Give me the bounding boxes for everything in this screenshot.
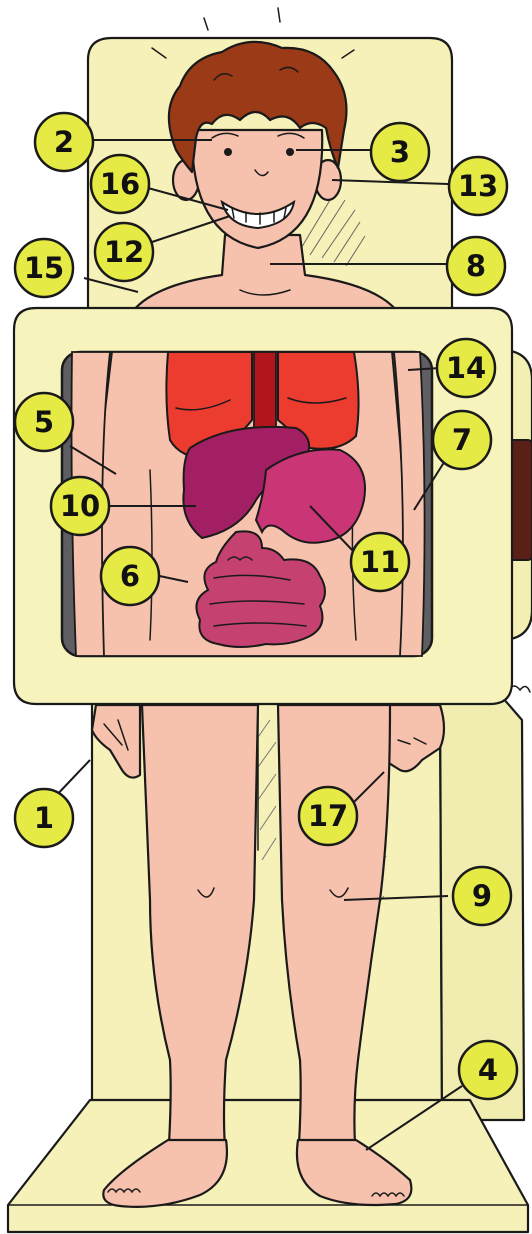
svg-text:5: 5 [34, 405, 54, 439]
label-14: 14 [437, 339, 495, 397]
label-6: 6 [101, 547, 159, 605]
label-12: 12 [95, 223, 153, 281]
svg-text:13: 13 [458, 169, 498, 203]
svg-text:4: 4 [478, 1053, 498, 1087]
label-1: 1 [15, 789, 73, 847]
label-3: 3 [371, 123, 429, 181]
label-15: 15 [15, 239, 73, 297]
eye-right [286, 148, 294, 156]
label-9: 9 [453, 867, 511, 925]
svg-text:2: 2 [54, 125, 74, 159]
label-11: 11 [351, 533, 409, 591]
label-16: 16 [91, 155, 149, 213]
label-4: 4 [459, 1041, 517, 1099]
trachea [254, 352, 276, 430]
label-10: 10 [51, 477, 109, 535]
label-13: 13 [449, 157, 507, 215]
label-2: 2 [35, 113, 93, 171]
label-7: 7 [433, 411, 491, 469]
svg-text:10: 10 [60, 489, 100, 523]
svg-text:12: 12 [104, 235, 144, 269]
label-8: 8 [447, 237, 505, 295]
svg-text:6: 6 [120, 559, 140, 593]
svg-text:11: 11 [360, 545, 400, 579]
svg-text:8: 8 [466, 249, 486, 283]
svg-text:17: 17 [308, 799, 348, 833]
svg-text:14: 14 [446, 351, 486, 385]
label-17: 17 [299, 787, 357, 845]
svg-text:3: 3 [390, 135, 410, 169]
svg-text:16: 16 [100, 167, 140, 201]
svg-text:7: 7 [452, 423, 472, 457]
svg-text:9: 9 [472, 879, 492, 913]
eye-left [224, 148, 232, 156]
svg-text:1: 1 [34, 801, 54, 835]
svg-text:15: 15 [24, 251, 64, 285]
label-5: 5 [15, 393, 73, 451]
